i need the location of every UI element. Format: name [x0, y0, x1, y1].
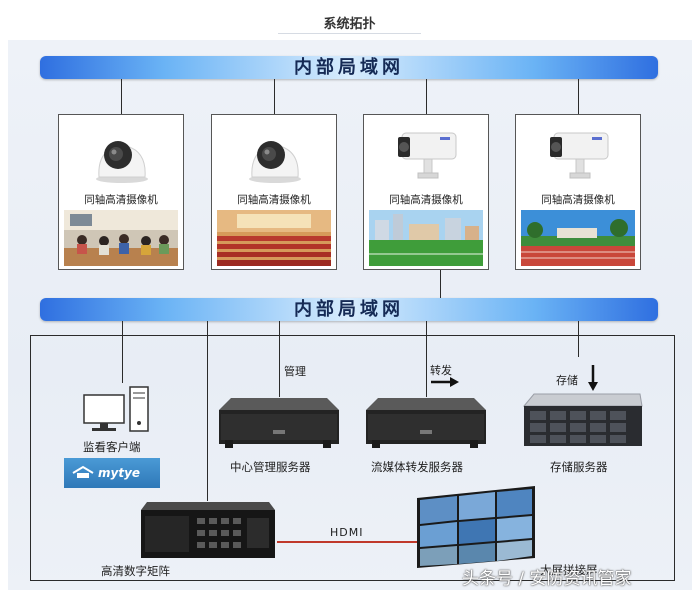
camera-card-3: 同轴高清摄像机: [363, 114, 489, 270]
bullet-camera-icon: [398, 132, 457, 179]
workstation-icon: [83, 386, 149, 432]
streaming-server-icon: [366, 398, 486, 448]
hdmi-label: HDMI: [330, 526, 364, 539]
camera-card-4: 同轴高清摄像机: [515, 114, 641, 270]
link-bus-camera-1: [121, 79, 122, 114]
auditorium-photo: [217, 210, 331, 266]
link-bus-camera-3: [426, 79, 427, 114]
link-bus-matrix: [207, 321, 208, 501]
camera-card-2: 同轴高清摄像机: [211, 114, 337, 270]
management-server-icon: [219, 398, 339, 448]
digital-matrix-icon: [141, 502, 275, 558]
camera-label: 同轴高清摄像机: [389, 194, 463, 206]
video-wall-label: 大屏拼接屏: [540, 563, 598, 577]
link-bus-camera-4: [578, 79, 579, 114]
camera-label: 同轴高清摄像机: [237, 194, 311, 206]
storage-server-icon: [522, 393, 643, 446]
house-logo-icon: [72, 465, 94, 478]
video-wall-icon: [417, 486, 535, 568]
bottom-frame-top: [30, 335, 675, 336]
camera-card-1: 同轴高清摄像机: [58, 114, 184, 270]
hdmi-cable-line: [277, 541, 417, 543]
bottom-frame-left: [30, 335, 31, 580]
watermark: 头条号 / 安防资讯管家: [462, 569, 632, 589]
bottom-frame-right: [674, 335, 675, 580]
arrow-down-icon: [588, 365, 598, 391]
management-link-label: 管理: [284, 365, 306, 378]
streaming-link-label: 转发: [430, 364, 452, 377]
link-bus-storage: [578, 321, 579, 357]
meeting-room-photo: [64, 210, 178, 266]
running-track-photo: [521, 210, 635, 266]
link-bus-streaming: [426, 321, 427, 397]
management-server-label: 中心管理服务器: [230, 460, 311, 474]
arrow-right-icon: [431, 377, 459, 387]
camera-label: 同轴高清摄像机: [541, 194, 615, 206]
sports-field-photo: [369, 210, 483, 266]
lan-bus-top: 内部局域网: [40, 56, 658, 79]
streaming-server-label: 流媒体转发服务器: [371, 460, 463, 474]
lan-bus-mid: 内部局域网: [40, 298, 658, 321]
bottom-frame-bottom: [30, 580, 675, 581]
link-bus-client: [122, 321, 123, 383]
bullet-camera-icon: [550, 132, 609, 179]
client-logo-text: mytye: [98, 466, 141, 480]
link-bus-camera-2: [274, 79, 275, 114]
storage-link-label: 存储: [556, 374, 578, 387]
dome-camera-icon: [96, 141, 148, 183]
client-logo-banner: mytye: [64, 458, 160, 488]
title-divider: [278, 33, 421, 34]
dome-camera-icon: [249, 141, 301, 183]
camera-label: 同轴高清摄像机: [84, 194, 158, 206]
matrix-label: 高清数字矩阵: [101, 564, 170, 578]
client-label: 监看客户端: [83, 440, 141, 454]
link-cameras-mid-bus: [440, 270, 441, 298]
storage-server-label: 存储服务器: [550, 460, 608, 474]
page-title: 系统拓扑: [323, 17, 376, 32]
link-bus-management: [279, 321, 280, 397]
